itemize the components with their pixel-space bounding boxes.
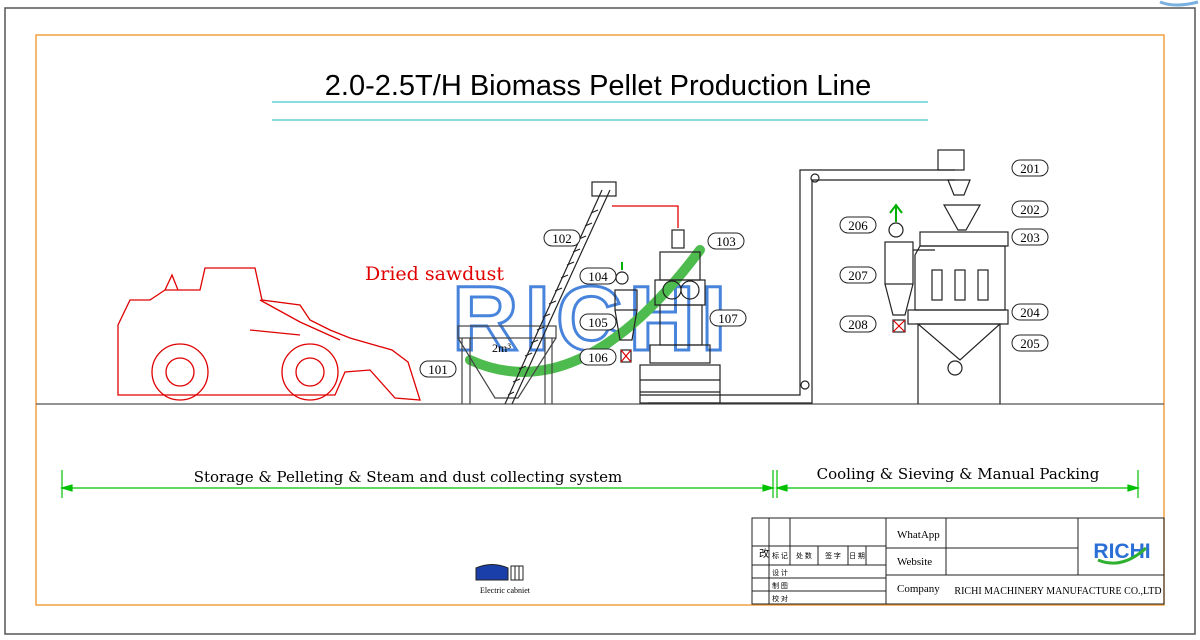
callout-107: 107 — [709, 309, 747, 327]
revision-label: 改 — [759, 547, 769, 560]
company-name: RICHI MACHINERY MANUFACTURE CO.,LTD — [954, 586, 1161, 597]
col-header-sign: 签 字 — [825, 551, 841, 560]
svg-text:104: 104 — [588, 269, 608, 284]
section-dimension-left — [59, 470, 776, 498]
logo-swoosh — [1097, 546, 1148, 565]
row-label-design: 设 计 — [772, 568, 788, 577]
company-label: Company — [897, 583, 940, 595]
svg-text:208: 208 — [848, 317, 868, 332]
callout-205: 205 — [1011, 334, 1049, 352]
col-header-mark: 标 记 — [772, 551, 788, 560]
callout-203: 203 — [1011, 228, 1049, 246]
callout-101: 101 — [419, 360, 457, 378]
callout-105: 105 — [579, 313, 617, 331]
website-label: Website — [897, 556, 932, 568]
svg-text:202: 202 — [1020, 202, 1040, 217]
page-title: 2.0-2.5T/H Biomass Pellet Production Lin… — [325, 70, 871, 102]
electric-cabinet-icon — [475, 564, 524, 581]
svg-text:101: 101 — [428, 362, 448, 377]
drawing-frame — [35, 34, 1165, 606]
callout-201: 201 — [1011, 159, 1049, 177]
whatsapp-label: WhatApp — [897, 529, 940, 541]
svg-text:105: 105 — [588, 315, 608, 330]
bucket-elevator — [640, 149, 965, 404]
svg-text:107: 107 — [718, 311, 738, 326]
callout-103: 103 — [707, 232, 745, 250]
row-label-check: 校 对 — [772, 594, 788, 603]
section-label-right: Cooling & Sieving & Manual Packing — [817, 465, 1100, 483]
bin-volume-label: 2m³ — [492, 341, 511, 355]
callout-106: 106 — [579, 348, 617, 366]
svg-text:103: 103 — [716, 234, 736, 249]
svg-text:106: 106 — [588, 350, 608, 365]
col-header-count: 处 数 — [796, 551, 812, 560]
callout-104: 104 — [579, 267, 617, 285]
cooler-cyclone — [884, 203, 935, 333]
window-corner — [1159, 0, 1199, 7]
dried-sawdust-label: Dried sawdust — [365, 263, 504, 285]
svg-text:206: 206 — [848, 218, 868, 233]
section-dimension-right — [774, 470, 1141, 498]
svg-text:201: 201 — [1020, 161, 1040, 176]
row-label-draw: 制 图 — [772, 581, 788, 590]
richi-logo: RICHI — [1093, 540, 1151, 565]
callout-207: 207 — [839, 266, 877, 284]
callout-206: 206 — [839, 216, 877, 234]
callout-208: 208 — [839, 315, 877, 333]
col-header-date: 日 期 — [849, 552, 865, 560]
storage-bin — [457, 325, 557, 404]
electric-cabinet-label: Electric cabniet — [480, 586, 531, 595]
callout-204: 204 — [1011, 303, 1049, 321]
title-block — [751, 517, 1165, 605]
svg-text:207: 207 — [848, 268, 868, 283]
section-label-left: Storage & Pelleting & Steam and dust col… — [194, 468, 623, 486]
svg-text:205: 205 — [1020, 336, 1040, 351]
svg-text:203: 203 — [1020, 230, 1040, 245]
svg-text:204: 204 — [1020, 305, 1040, 320]
callout-102: 102 — [543, 229, 581, 247]
sheet-border — [4, 7, 1196, 635]
callout-202: 202 — [1011, 200, 1049, 218]
wheel-loader — [117, 267, 421, 401]
counterflow-cooler — [907, 179, 1009, 404]
screw-conveyor — [504, 181, 617, 405]
svg-text:102: 102 — [552, 231, 572, 246]
feed-pipe — [612, 205, 679, 228]
dust-cyclone — [614, 262, 638, 363]
